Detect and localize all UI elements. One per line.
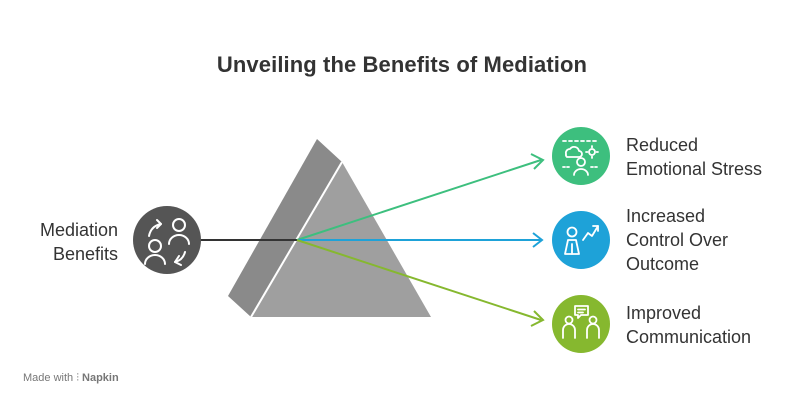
outcome-label-line: Communication bbox=[626, 327, 752, 347]
person-growth-arrow-icon bbox=[552, 211, 610, 269]
prism bbox=[228, 139, 431, 318]
footer-prefix: Made with bbox=[23, 372, 74, 384]
outcome-label-line: Control Over bbox=[626, 230, 729, 250]
outcome-label-improved-communication: Improved Communication bbox=[626, 301, 751, 349]
outcome-label-line: Improved bbox=[626, 303, 702, 323]
footer-brand: Napkin bbox=[82, 372, 119, 384]
made-with-napkin-footer[interactable]: Made with ⫶ Napkin bbox=[23, 372, 119, 385]
outcome-label-line: Increased bbox=[626, 206, 706, 226]
people-exchange-icon bbox=[133, 206, 201, 274]
ray-increased-control bbox=[297, 232, 544, 248]
outcome-label-line: Emotional Stress bbox=[626, 159, 763, 179]
source-label: Mediation Benefits bbox=[12, 218, 118, 266]
outcome-label-increased-control: Increased Control Over Outcome bbox=[626, 204, 728, 276]
ray-improved-communication bbox=[296, 239, 545, 327]
outcome-label-reduced-stress: Reduced Emotional Stress bbox=[626, 133, 762, 181]
source-label-line: Benefits bbox=[52, 244, 118, 264]
outcome-label-line: Outcome bbox=[626, 254, 700, 274]
page-title: Unveiling the Benefits of Mediation bbox=[216, 52, 588, 77]
calm-person-weather-icon bbox=[552, 127, 610, 185]
ray-reduced-stress bbox=[296, 153, 545, 241]
source-label-line: Mediation bbox=[39, 220, 118, 240]
napkin-logo-icon: ⫶ bbox=[76, 372, 79, 384]
outcome-label-line: Reduced bbox=[626, 135, 699, 155]
people-speech-bubble-icon bbox=[552, 295, 610, 353]
prism-back-face bbox=[228, 139, 342, 317]
